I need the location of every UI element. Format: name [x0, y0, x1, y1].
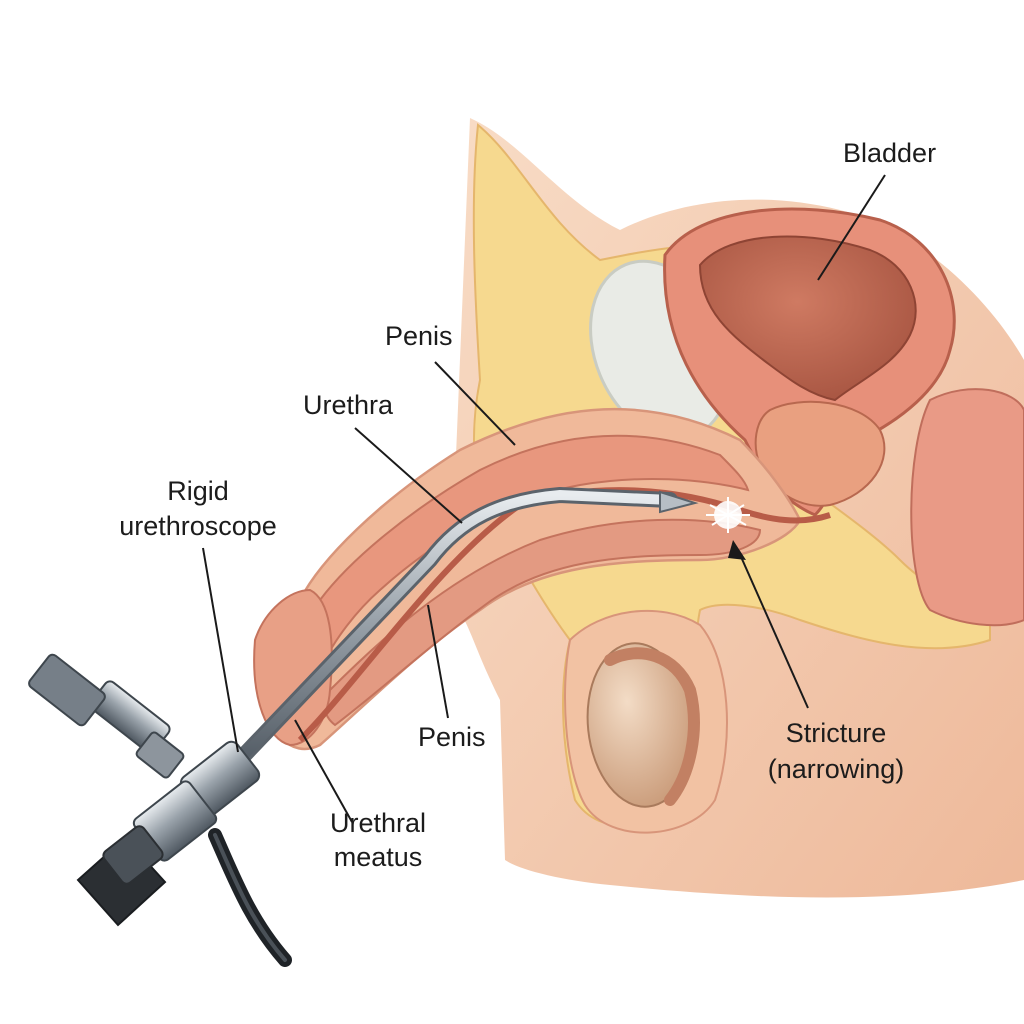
label-rigid-urethroscope-line2: urethroscope [119, 511, 277, 541]
leader-urethra [354, 427, 463, 524]
label-urethral-meatus-line1: Urethral [330, 808, 426, 838]
corpus-spongiosum [323, 518, 762, 727]
leader-penis-bottom [427, 604, 449, 719]
leader-penis-top [434, 361, 516, 446]
leader-stricture [737, 549, 809, 709]
urethroscope-body [28, 653, 261, 927]
label-urethra: Urethra [303, 390, 394, 420]
light-cable-highlight [213, 833, 287, 962]
stricture-burst [706, 497, 750, 533]
corpus-cavernosum [312, 434, 750, 662]
urethroscope-tip [659, 490, 699, 514]
label-urethral-meatus-line2: meatus [334, 842, 423, 872]
stricture-arrowhead [728, 540, 746, 560]
leader-rigid-urethroscope [202, 547, 239, 753]
urethroscope-shaft-highlight [225, 489, 675, 775]
leader-urethral-meatus [294, 719, 353, 823]
label-bladder: Bladder [843, 138, 936, 168]
label-rigid-urethroscope-line1: Rigid [167, 476, 229, 506]
rectum [910, 388, 1024, 627]
label-stricture-line1: Stricture [786, 718, 887, 748]
label-stricture-line2: (narrowing) [768, 754, 905, 784]
light-cable [208, 828, 292, 967]
label-penis-top: Penis [385, 321, 453, 351]
label-penis-bottom: Penis [418, 722, 486, 752]
epididymis [604, 647, 700, 806]
prostate [754, 400, 886, 507]
leader-bladder [817, 174, 886, 281]
bladder-lumen [698, 235, 917, 402]
